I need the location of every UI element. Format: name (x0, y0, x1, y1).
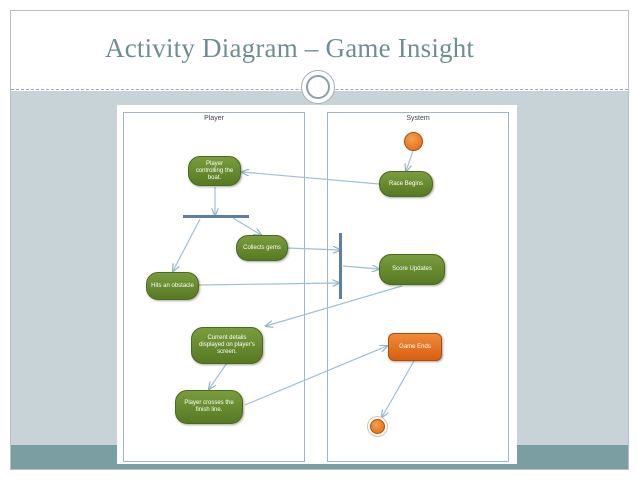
arrow-obstacle-to-bar (198, 283, 339, 285)
circle-ornament-ring (306, 75, 330, 99)
fork-bar (183, 215, 249, 218)
node-race-begins: Race Begins (379, 171, 433, 197)
arrow-fork-to-obstacle (173, 218, 201, 271)
node-player-controlling: Player controlling the boat. (188, 156, 241, 186)
arrow-score-to-details (266, 285, 403, 326)
node-hits-obstacle: Hits an obstacle (146, 272, 199, 300)
circle-ornament-icon (301, 70, 335, 104)
end-node-icon (370, 419, 385, 434)
activity-diagram: Player System Player controlling the boa… (117, 105, 517, 464)
lane-player-title: Player (204, 115, 224, 122)
node-collects-gems: Collects gems (236, 235, 288, 261)
arrow-details-to-finish (209, 362, 228, 389)
node-score-updates: Score Updates (379, 254, 445, 285)
arrow-race-to-player (242, 172, 380, 185)
node-current-details: Current details displayed on player's sc… (191, 327, 263, 364)
join-bar (339, 233, 342, 299)
slide-title: Activity Diagram – Game Insight (105, 33, 475, 63)
arrow-finish-to-game-ends (244, 346, 387, 406)
arrow-game-ends-to-end (382, 360, 415, 417)
node-game-ends: Game Ends (388, 333, 442, 361)
arrow-gems-to-bar (286, 248, 340, 250)
lane-system: System (327, 112, 509, 462)
arrow-fork-to-gems (232, 217, 261, 235)
node-crosses-finish: Player crosses the finish line. (175, 390, 243, 424)
arrow-bar-to-score (342, 266, 379, 269)
flow-arrows (117, 150, 415, 464)
lane-system-title: System (406, 115, 430, 122)
arrow-start-to-race (406, 150, 414, 171)
start-node-icon (404, 132, 423, 151)
